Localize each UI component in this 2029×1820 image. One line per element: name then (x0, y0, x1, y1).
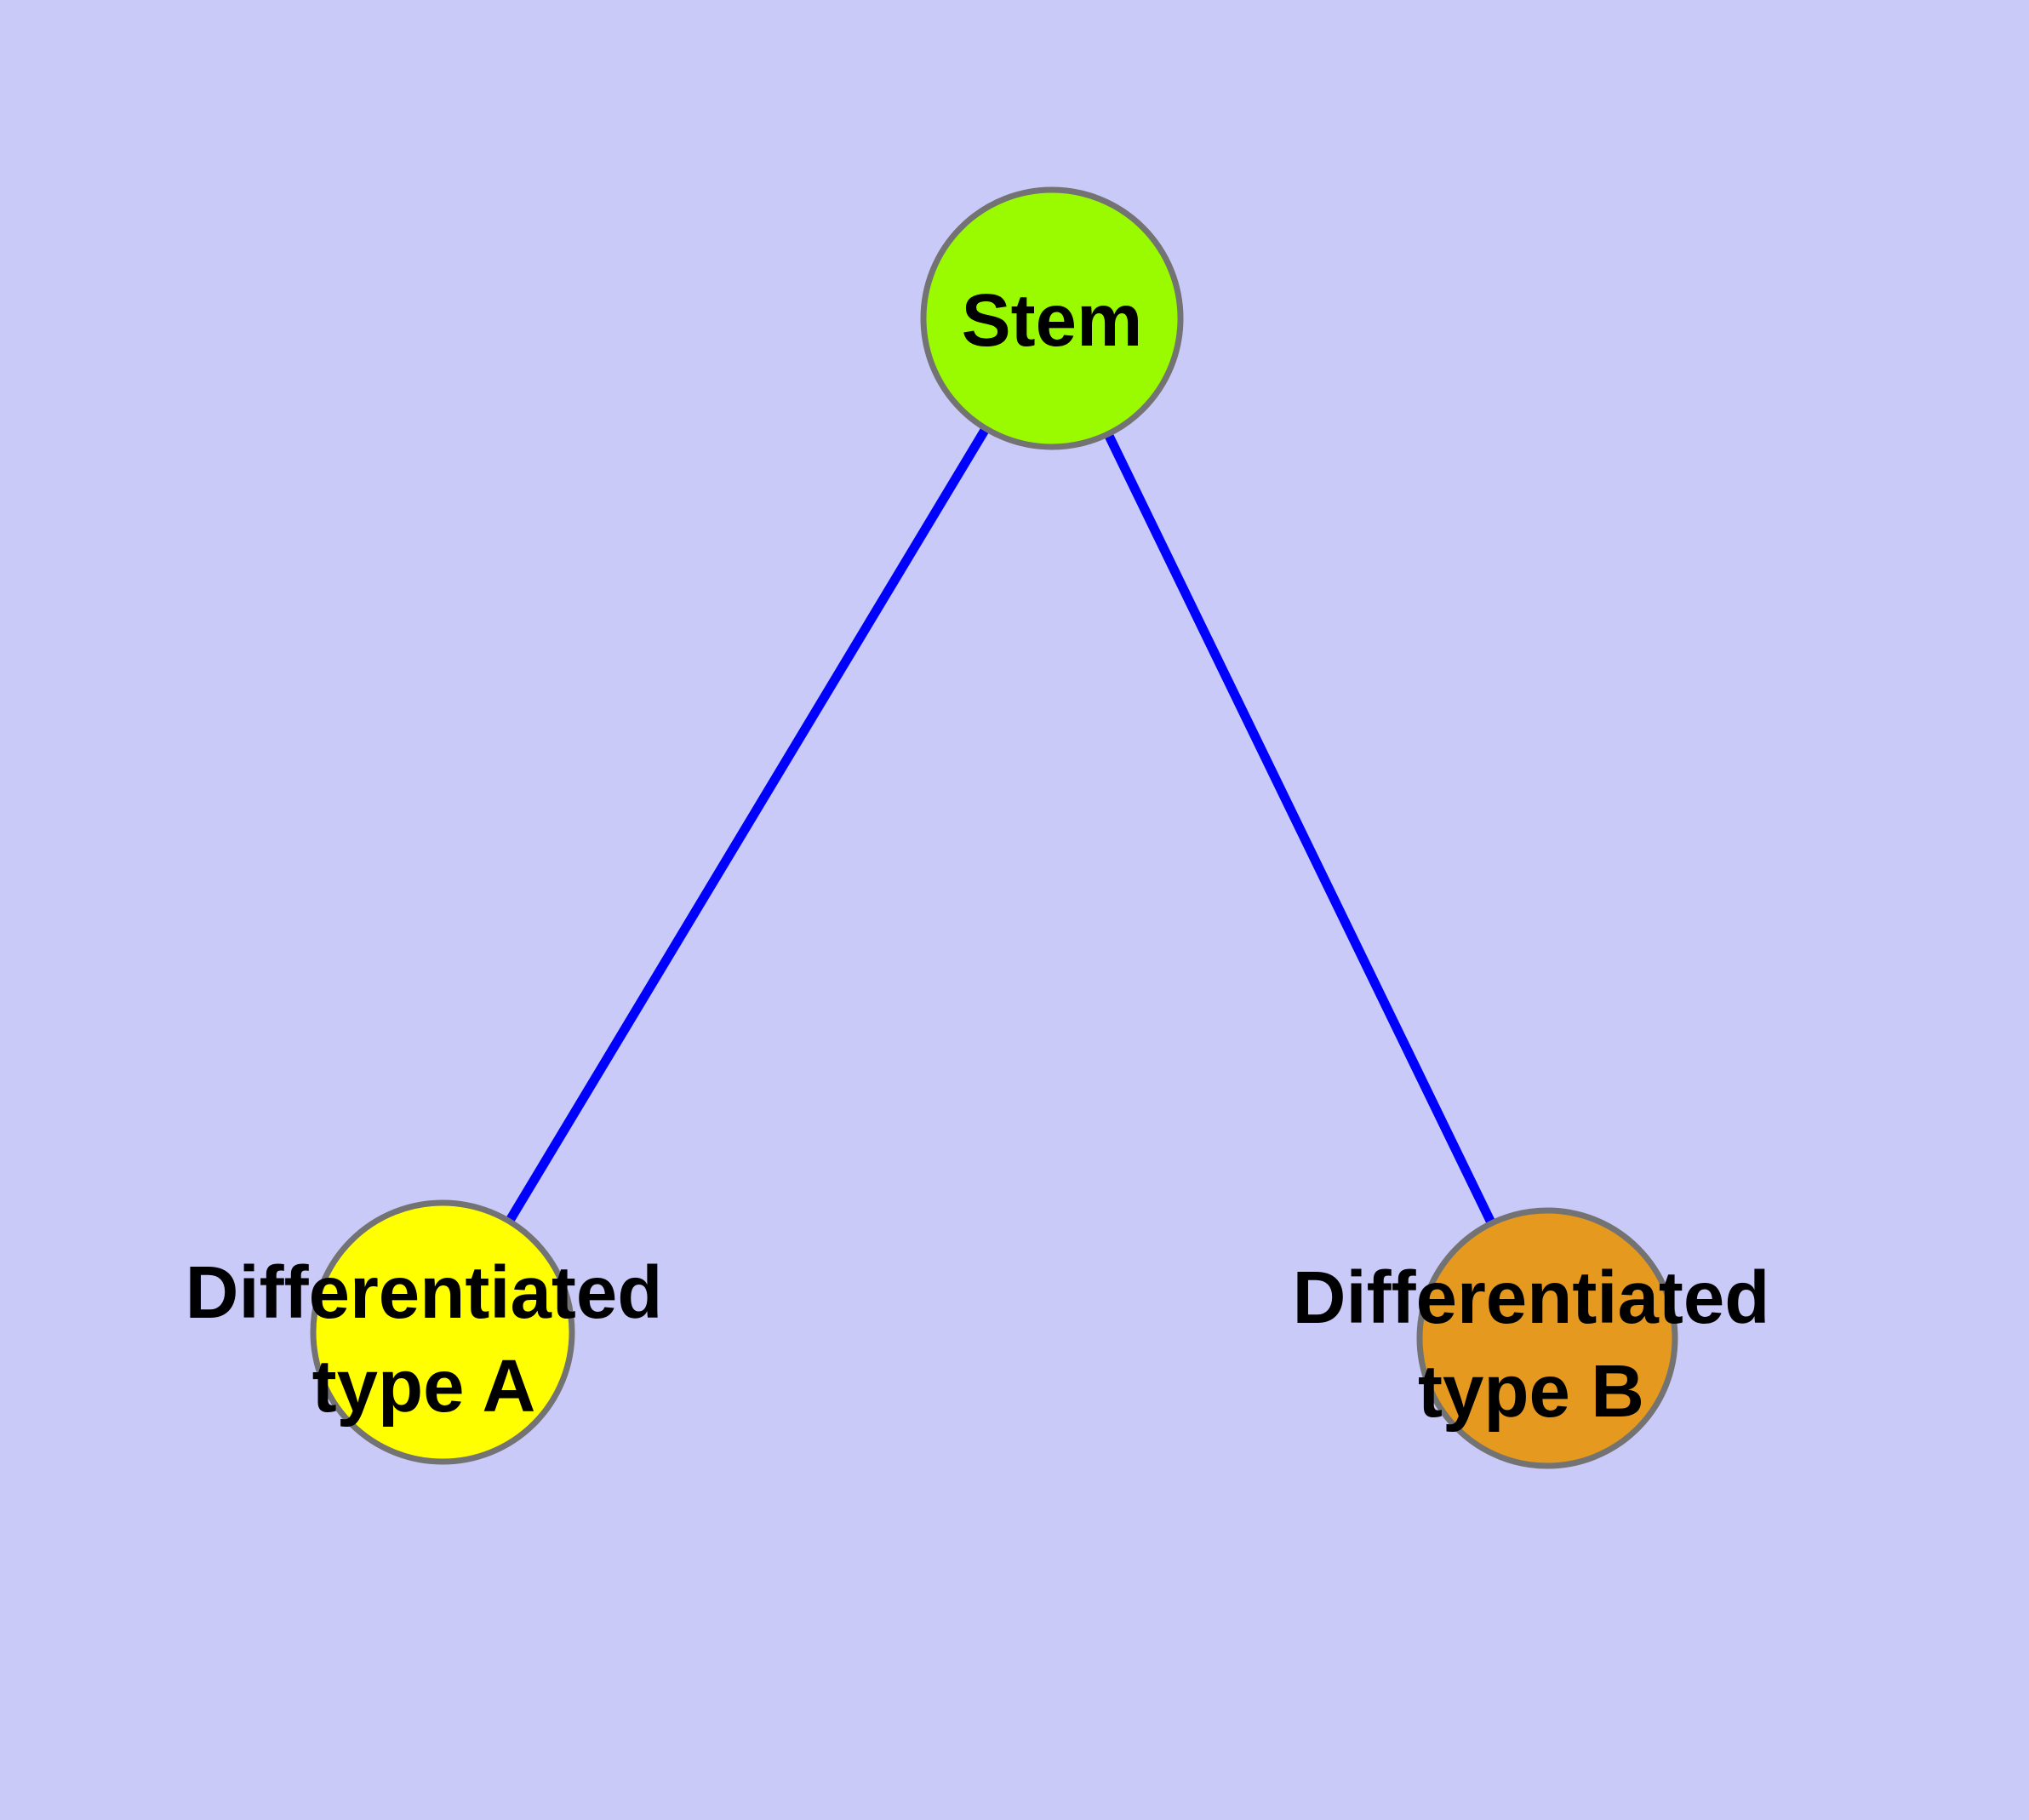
node-differentiated-type-a-label-line2: type A (312, 1345, 536, 1428)
node-differentiated-type-b-label-line2: type B (1418, 1350, 1644, 1433)
node-differentiated-type-a-label-line1: Differentiated (186, 1251, 663, 1334)
node-differentiated-type-b-label-line1: Differentiated (1293, 1256, 1770, 1339)
edge-stem-to-type-a (438, 316, 1056, 1335)
node-stem-label: Stem (962, 279, 1143, 362)
edge-stem-to-type-b (1048, 316, 1552, 1341)
node-stem (920, 186, 1184, 450)
node-differentiated-type-b (1416, 1207, 1678, 1469)
node-differentiated-type-a (310, 1199, 575, 1465)
